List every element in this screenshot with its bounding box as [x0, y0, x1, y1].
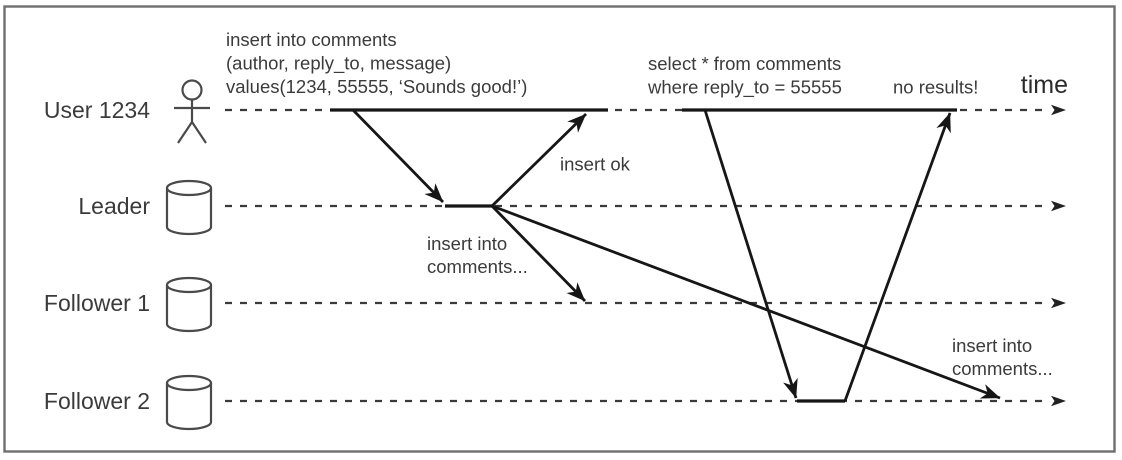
user-icon — [174, 79, 210, 144]
lane-label-user: User 1234 — [44, 97, 150, 123]
cylinder-body-icon — [165, 383, 213, 431]
arrow-insert-ok-leader-to-user — [491, 112, 587, 208]
diagram-border — [3, 5, 1116, 453]
arrow-select-user-to-follower2 — [703, 109, 798, 399]
annotations: insert into comments (author, reply_to, … — [226, 29, 1068, 379]
cylinder-body-icon — [165, 285, 213, 333]
lane-label-leader: Leader — [78, 193, 150, 219]
insert-query-line3: values(1234, 55555, ‘Sounds good!’) — [226, 76, 527, 97]
arrow-no-results-follower2-to-user — [843, 112, 952, 402]
replicate-follower2-line2: comments... — [952, 358, 1053, 379]
cylinder-body-icon — [165, 188, 213, 236]
follower1-database-icon — [165, 276, 213, 333]
insert-query-line2: (author, reply_to, message) — [226, 53, 451, 75]
arrow-insert-user-to-leader — [351, 109, 445, 203]
person-left-leg-icon — [177, 121, 193, 144]
time-axis-label: time — [1021, 71, 1068, 99]
select-query-line2: where reply_to = 55555 — [647, 77, 842, 99]
insert-query-line1: insert into comments — [226, 29, 397, 50]
timeline-follower1-arrowhead-icon — [1051, 297, 1066, 309]
message-arrows — [351, 109, 1001, 402]
lane-label-follower2: Follower 2 — [44, 388, 150, 414]
replicate-follower2-line1: insert into — [952, 335, 1032, 356]
arrow-replicate-leader-to-follower2 — [491, 204, 1001, 400]
cylinder-top-icon — [165, 276, 213, 294]
timeline-follower2-arrowhead-icon — [1051, 395, 1066, 407]
activation-segments — [330, 108, 957, 403]
lane-labels: User 1234 Leader Follower 1 Follower 2 — [44, 97, 150, 414]
cylinder-top-icon — [165, 179, 213, 197]
arrow-replicate-leader-to-follower1 — [490, 205, 587, 302]
lane-label-follower1: Follower 1 — [44, 290, 150, 316]
timeline-leader-arrowhead-icon — [1051, 200, 1066, 212]
follower2-database-icon — [165, 374, 213, 431]
select-query-line1: select * from comments — [648, 53, 841, 74]
replicate-follower1-line2: comments... — [427, 256, 528, 277]
cylinder-top-icon — [165, 374, 213, 392]
insert-ok-label: insert ok — [560, 154, 631, 175]
leader-database-icon — [165, 179, 213, 236]
replicate-follower1-line1: insert into — [427, 233, 507, 254]
no-results-label: no results! — [893, 77, 978, 98]
person-right-leg-icon — [191, 121, 207, 144]
timeline-user-arrowhead-icon — [1051, 104, 1066, 116]
